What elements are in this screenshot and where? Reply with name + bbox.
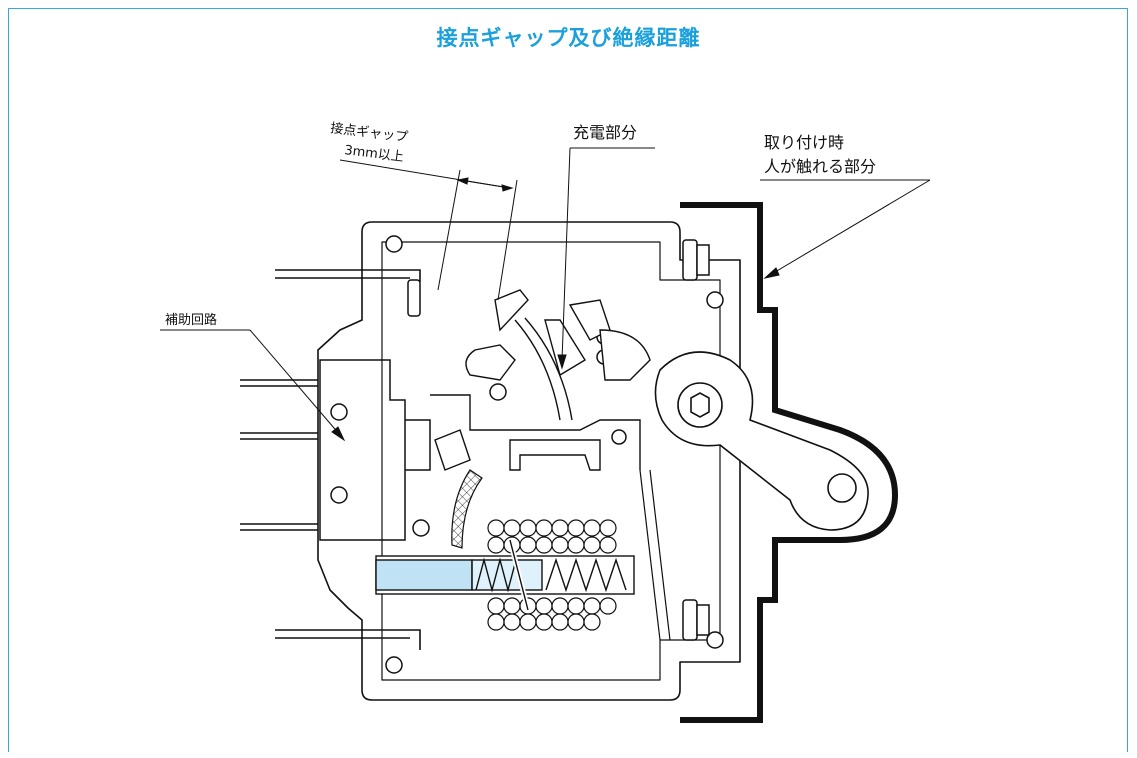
screw-holes: [330, 235, 724, 674]
contact-mechanism: [430, 289, 651, 471]
aux-circuit-leader: [160, 329, 346, 442]
diagram-frame: [8, 8, 1128, 752]
guide-line: [639, 469, 661, 641]
page-title: 接点ギャップ及び絶縁距離: [436, 26, 701, 50]
plunger: [375, 539, 635, 611]
guide-line-2: [649, 469, 671, 641]
live-part-leader: [557, 147, 655, 370]
contact-gap-dimension: [339, 159, 518, 301]
label-touch-part-line1: 取り付け時: [764, 133, 844, 152]
label-contact-gap: 接点ギャップ: [330, 120, 409, 145]
arc-shield: [451, 469, 483, 549]
handle-lever: [654, 351, 869, 531]
label-touch-part-line2: 人が触れる部分: [764, 157, 876, 176]
terminal-pins: [240, 269, 421, 650]
label-contact-gap-value: 3mm以上: [344, 143, 405, 165]
auxiliary-circuit-block: [319, 359, 431, 541]
label-live-part: 充電部分: [573, 123, 637, 142]
terminal-brackets: [407, 239, 710, 641]
label-auxiliary-circuit: 補助回路: [165, 312, 217, 328]
touchable-case: [680, 202, 899, 723]
touch-part-leader: [760, 179, 931, 279]
